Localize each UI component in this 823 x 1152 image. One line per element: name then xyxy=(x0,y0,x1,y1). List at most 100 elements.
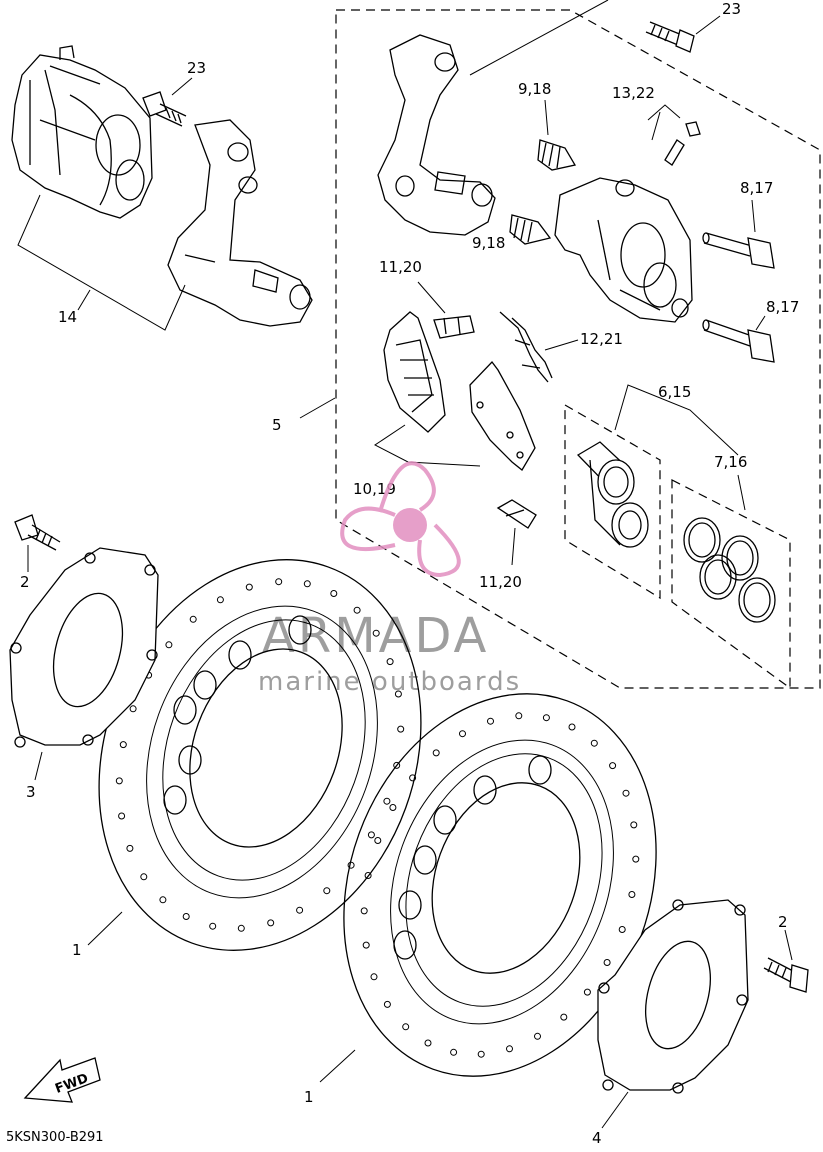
leader-bracket xyxy=(469,0,609,76)
vent-hole xyxy=(364,872,372,879)
vent-hole xyxy=(424,1039,432,1047)
vent-hole xyxy=(159,896,167,904)
label-11-20-b: 11,20 xyxy=(479,573,522,591)
vent-hole xyxy=(459,730,466,738)
seal-box xyxy=(671,479,791,690)
label-23-top: 23 xyxy=(722,0,741,18)
label-13-22: 13,22 xyxy=(612,84,655,102)
bleeder-13-22 xyxy=(664,121,701,166)
vent-hole xyxy=(506,1045,513,1053)
boot-9-18-b xyxy=(509,214,552,245)
vent-hole xyxy=(477,1050,485,1058)
label-2-right: 2 xyxy=(778,913,788,931)
vent-hole xyxy=(360,907,368,915)
vent-hole xyxy=(560,1013,568,1021)
leader-11-20-b xyxy=(511,527,516,566)
label-8-17-b: 8,17 xyxy=(766,298,799,316)
vent-hole xyxy=(542,714,550,722)
vent-hole xyxy=(632,855,640,863)
vent-hole xyxy=(383,797,391,805)
leader-23-left xyxy=(171,77,193,96)
vent-hole xyxy=(353,606,361,614)
leader-9-18-a xyxy=(544,99,549,136)
vent-hole xyxy=(568,723,576,731)
disc-adapter-plate-right xyxy=(597,899,749,1094)
leader-2-right xyxy=(784,929,793,961)
label-11-20-a: 11,20 xyxy=(379,258,422,276)
leader-14 xyxy=(17,194,186,331)
leader-14-stem xyxy=(77,289,91,311)
vent-hole xyxy=(432,749,440,757)
vent-hole xyxy=(409,774,417,782)
vent-hole xyxy=(119,741,127,749)
vent-hole xyxy=(330,590,338,597)
vent-hole xyxy=(189,615,197,623)
vent-hole xyxy=(534,1032,541,1040)
brake-pad-10-19-b xyxy=(469,360,536,471)
vent-hole xyxy=(303,580,311,588)
label-3: 3 xyxy=(26,783,36,801)
label-23-left: 23 xyxy=(187,59,206,77)
leader-1-bottom xyxy=(319,1049,356,1083)
bolt-23-left xyxy=(142,91,187,127)
boot-9-18-a xyxy=(537,139,577,171)
bolt-8-17-b xyxy=(702,319,775,363)
pad-clip-11-20-a xyxy=(433,315,475,339)
vent-hole xyxy=(216,596,224,604)
leader-13-22-b xyxy=(651,111,661,141)
vent-hole xyxy=(323,887,331,895)
leader-10-19 xyxy=(374,424,481,467)
piston-6-15 xyxy=(576,441,649,548)
label-9-18-a: 9,18 xyxy=(518,80,551,98)
brake-pad-10-19-a xyxy=(383,311,446,433)
vent-hole xyxy=(583,988,591,996)
vent-hole xyxy=(209,922,217,930)
leader-6-15 xyxy=(614,384,739,456)
leader-11-20-a xyxy=(417,281,446,314)
bolt-23-top xyxy=(645,21,695,53)
vent-hole xyxy=(397,725,405,733)
leader-8-17-a xyxy=(751,199,756,233)
piston-box xyxy=(564,403,661,600)
disc-holes-right xyxy=(360,712,640,1058)
vent-hole xyxy=(402,1023,410,1031)
vent-hole xyxy=(370,973,378,981)
vent-hole xyxy=(275,578,283,586)
disc-adapter-plate-left xyxy=(9,547,159,748)
vent-hole xyxy=(386,658,394,666)
vent-hole xyxy=(115,777,123,785)
disc-holes-left xyxy=(115,578,405,932)
label-6-15: 6,15 xyxy=(658,383,691,401)
vent-hole xyxy=(487,717,494,725)
label-14: 14 xyxy=(58,308,77,326)
vent-hole xyxy=(237,924,245,932)
vent-hole xyxy=(389,804,397,811)
vent-hole xyxy=(165,641,173,649)
seals-7-16 xyxy=(683,517,776,623)
vent-hole xyxy=(515,712,523,720)
vent-hole xyxy=(393,761,401,769)
assembly-outline xyxy=(335,9,821,689)
leader-8-17-b xyxy=(755,315,766,331)
leader-5 xyxy=(299,397,336,419)
vent-hole xyxy=(374,837,382,844)
vent-hole xyxy=(603,959,611,966)
label-4: 4 xyxy=(592,1129,602,1147)
bolt-2-left xyxy=(14,514,61,551)
watermark-tagline: marine outboards xyxy=(258,667,521,697)
vent-hole xyxy=(362,941,370,949)
vent-hole xyxy=(618,926,626,933)
vent-hole xyxy=(590,739,598,747)
label-9-18-b: 9,18 xyxy=(472,234,505,252)
label-1-bottom: 1 xyxy=(304,1088,314,1106)
fwd-arrow-icon: FWD xyxy=(23,1057,101,1103)
vent-hole xyxy=(140,873,148,881)
bolt-2-right xyxy=(763,957,809,993)
leader-4 xyxy=(601,1091,629,1129)
label-2-left: 2 xyxy=(20,573,30,591)
watermark-logo xyxy=(340,461,461,578)
leader-7-16 xyxy=(737,474,746,511)
vent-hole xyxy=(450,1048,458,1056)
vent-hole xyxy=(245,583,253,591)
vent-hole xyxy=(394,690,402,698)
